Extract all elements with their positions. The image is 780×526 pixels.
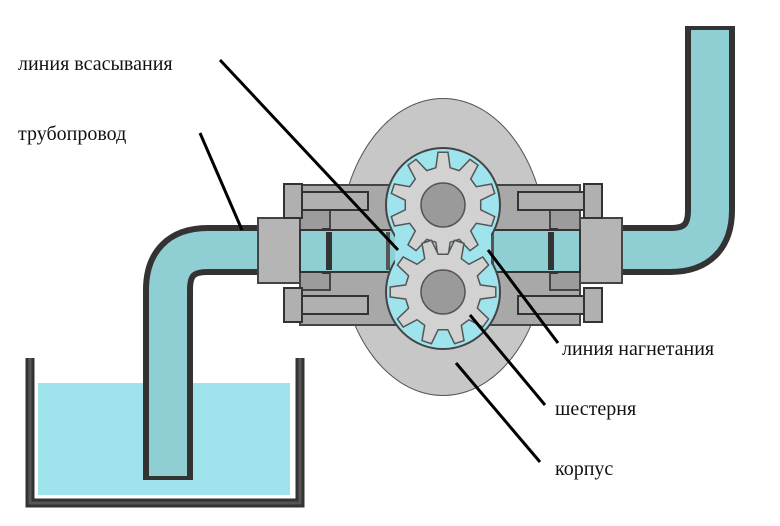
label-pipeline: трубопровод bbox=[18, 123, 126, 145]
discharge-pipe bbox=[580, 26, 735, 275]
bolt-shaft-bl bbox=[301, 295, 369, 315]
label-suction-line: линия всасывания bbox=[18, 53, 173, 75]
label-gear: шестерня bbox=[555, 398, 636, 420]
gear-top-hub bbox=[420, 182, 466, 228]
bolt-shaft-tr bbox=[517, 191, 585, 211]
tank-walls-inner bbox=[28, 358, 302, 505]
leader-pipeline bbox=[198, 132, 244, 231]
bolt-head-br bbox=[583, 287, 603, 323]
bolt-head-bl bbox=[283, 287, 303, 323]
suction-pipe-liquid bbox=[149, 231, 300, 478]
suction-pipe bbox=[143, 225, 300, 480]
gear-bottom-hub bbox=[420, 269, 466, 315]
pipe-top-cap bbox=[685, 26, 735, 30]
leader-gear bbox=[468, 314, 547, 406]
gear-bottom bbox=[389, 239, 497, 345]
leader-housing bbox=[454, 362, 542, 463]
pipe-outlet-liquid bbox=[149, 460, 187, 476]
leader-discharge-line bbox=[486, 249, 560, 344]
label-housing: корпус bbox=[555, 458, 613, 480]
discharge-pipe-liquid bbox=[580, 28, 729, 269]
leader-suction-line bbox=[218, 58, 400, 252]
leader-lines bbox=[198, 58, 560, 463]
bolt-shaft-tl bbox=[301, 191, 369, 211]
bolt-head-tr bbox=[583, 183, 603, 219]
gear-top bbox=[390, 151, 496, 259]
pipe-outlet-edge bbox=[143, 474, 193, 480]
bolt-head-tl bbox=[283, 183, 303, 219]
label-discharge-line: линия нагнетания bbox=[562, 338, 714, 360]
